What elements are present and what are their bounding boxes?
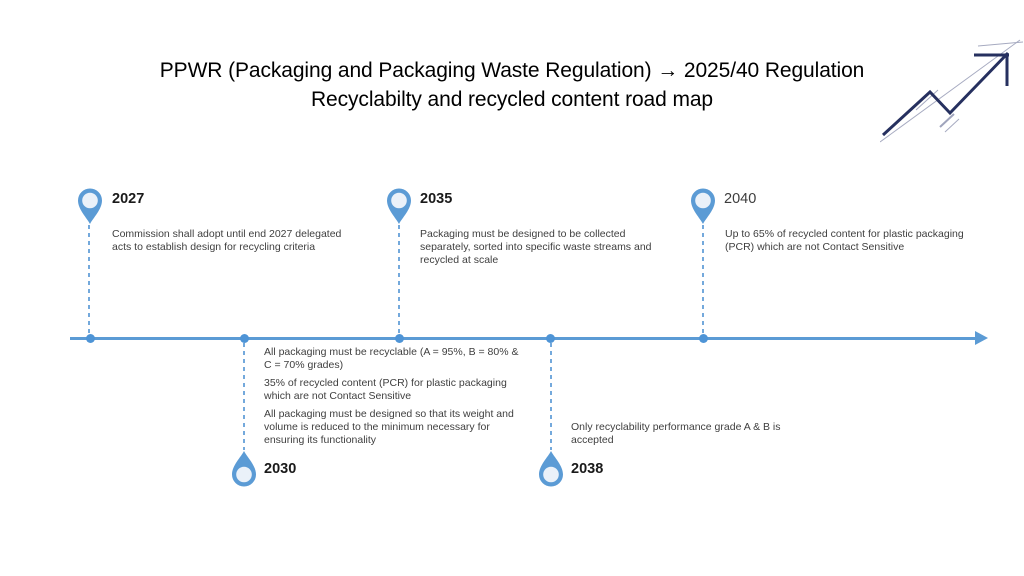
timeline-dot-2038 — [546, 334, 555, 343]
map-pin-icon — [229, 450, 259, 488]
growth-trend-arrow-icon — [880, 30, 1024, 145]
timeline-arrowhead-icon — [975, 331, 988, 345]
map-pin-icon — [75, 187, 105, 225]
milestone-description: 35% of recycled content (PCR) for plasti… — [264, 377, 518, 403]
milestone-year: 2035 — [420, 191, 452, 207]
milestone-description: All packaging must be recyclable (A = 95… — [264, 346, 518, 372]
milestone-connector — [550, 343, 552, 450]
map-pin-icon — [688, 187, 718, 225]
milestone-description: Packaging must be designed to be collect… — [420, 228, 652, 267]
milestone-connector — [702, 225, 704, 334]
map-pin-icon — [536, 450, 566, 488]
milestone-year: 2027 — [112, 191, 144, 207]
milestone-year: 2040 — [724, 191, 756, 207]
milestone-description: Up to 65% of recycled content for plasti… — [725, 228, 964, 254]
milestone-description: Commission shall adopt until end 2027 de… — [112, 228, 341, 254]
timeline-dot-2040 — [699, 334, 708, 343]
milestone-year: 2030 — [264, 461, 296, 477]
milestone-description: All packaging must be designed so that i… — [264, 408, 518, 447]
milestone-year: 2038 — [571, 461, 603, 477]
slide-title: PPWR (Packaging and Packaging Waste Regu… — [0, 56, 1024, 114]
milestone-connector — [398, 225, 400, 334]
timeline-dot-2035 — [395, 334, 404, 343]
milestone-connector — [88, 225, 90, 334]
milestone-description: Only recyclability performance grade A &… — [571, 421, 781, 447]
timeline-dot-2027 — [86, 334, 95, 343]
milestone-description-group: All packaging must be recyclable (A = 95… — [264, 346, 518, 452]
timeline-dot-2030 — [240, 334, 249, 343]
timeline-axis — [70, 337, 978, 340]
map-pin-icon — [384, 187, 414, 225]
milestone-connector — [243, 343, 245, 450]
